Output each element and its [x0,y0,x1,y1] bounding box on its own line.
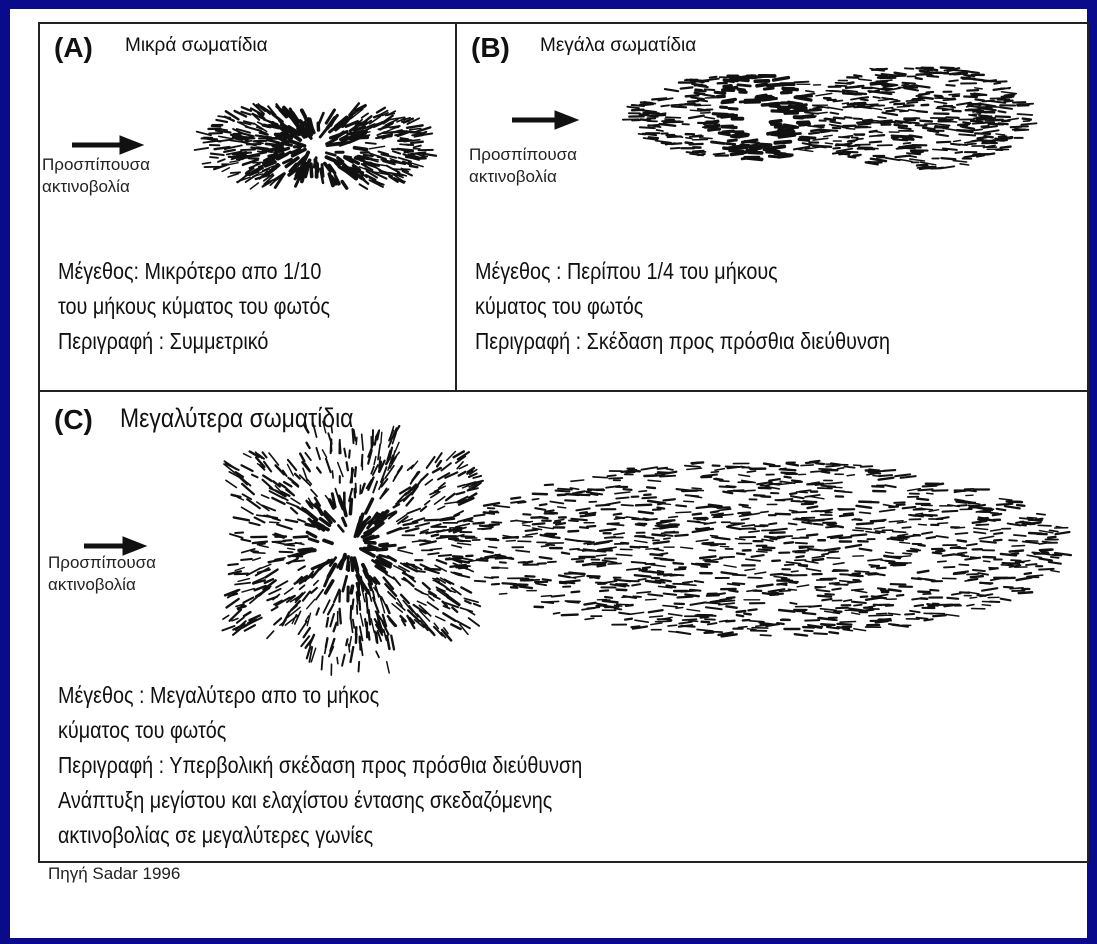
incident-arrow-c-icon [84,537,146,555]
scatter-pattern-large-particles [623,68,1037,170]
incident-arrow-a-icon [72,136,143,154]
scatter-pattern-small-particles [195,103,436,189]
incident-arrow-b-icon [512,111,578,129]
scatter-pattern-larger-particles [222,422,1071,676]
